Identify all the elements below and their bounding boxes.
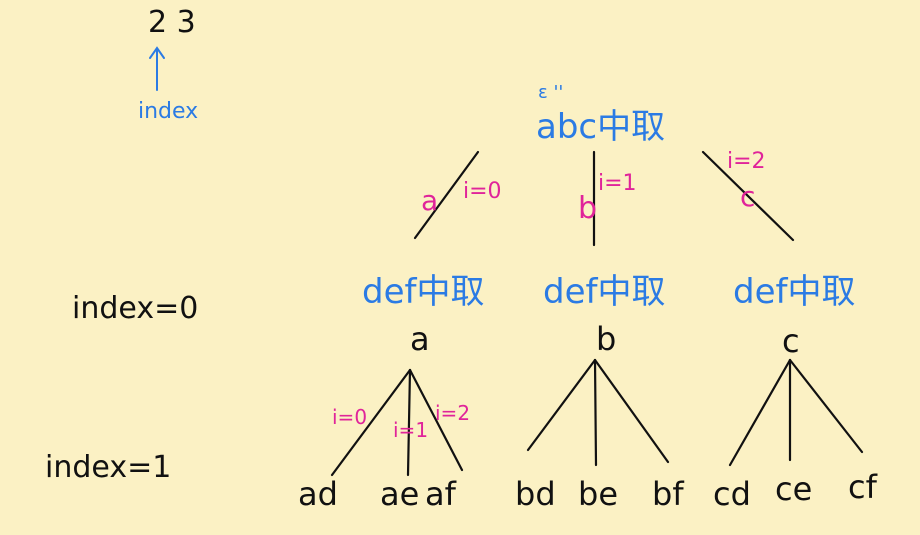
- leaf-cd: cd: [713, 475, 751, 513]
- edge-b-bf: [593, 358, 670, 464]
- level1-pick-label-a: def中取: [362, 272, 484, 312]
- root-label: abc中取: [536, 107, 665, 147]
- level1-row-label: index=0: [72, 291, 198, 326]
- level2-edge-label-2: i=2: [435, 401, 470, 425]
- level2-edge-label-1: i=1: [393, 418, 428, 442]
- edge-c-cf: [788, 358, 864, 454]
- index-arrow-icon: [149, 46, 165, 91]
- level1-pick-label-c: def中取: [733, 272, 855, 312]
- branch-letter-b: b: [578, 191, 597, 226]
- edge-b-be: [593, 358, 598, 467]
- leaf-bd: bd: [515, 475, 556, 513]
- branch-letter-c: c: [740, 180, 755, 213]
- branch-i-label-c: i=2: [727, 149, 766, 174]
- leaf-bf: bf: [652, 475, 684, 513]
- level2-row-label: index=1: [45, 450, 171, 485]
- top-index-label: index: [138, 99, 198, 124]
- level1-node-b: b: [596, 320, 616, 358]
- level2-edge-label-0: i=0: [332, 405, 367, 429]
- edge-b-bd: [526, 358, 597, 452]
- branch-letter-a: a: [421, 184, 438, 217]
- level1-node-a: a: [410, 320, 430, 358]
- leaf-ad: ad: [298, 475, 338, 513]
- leaf-ce: ce: [775, 470, 812, 508]
- root-marks: ε '': [538, 82, 563, 103]
- leaf-cf: cf: [848, 468, 878, 506]
- edge-a-ae: [406, 368, 412, 477]
- leaf-af: af: [425, 475, 457, 513]
- level1-node-c: c: [782, 322, 800, 360]
- edge-c-cd: [728, 358, 792, 467]
- leaf-be: be: [578, 475, 618, 513]
- leaf-ae: ae: [380, 475, 419, 513]
- branch-i-label-a: i=0: [463, 179, 502, 204]
- edge-a-ad: [330, 368, 412, 477]
- digits-label: 2 3: [148, 5, 196, 40]
- level1-pick-label-b: def中取: [543, 272, 665, 312]
- branch-i-label-b: i=1: [598, 171, 637, 196]
- edge-root-a: [413, 150, 480, 240]
- edge-a-af: [408, 368, 464, 472]
- edge-root-c: [701, 150, 795, 242]
